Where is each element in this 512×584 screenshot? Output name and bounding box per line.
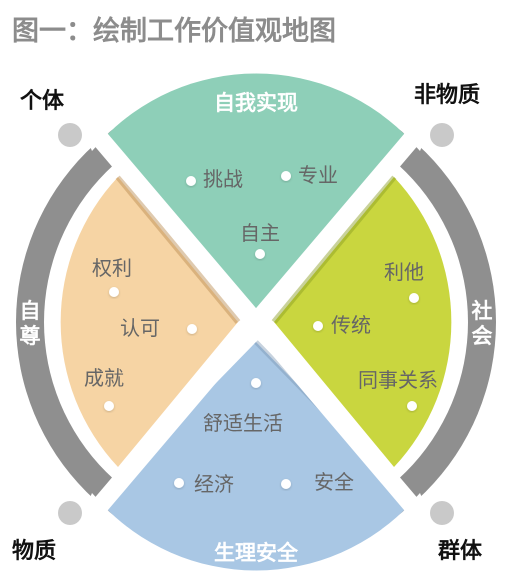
quadrant-top [100,73,412,322]
quadrant-left [60,177,238,467]
item-dot [407,401,417,411]
item-dot [409,293,419,303]
item-dot [313,321,323,331]
corner-dot-top-left [58,123,82,147]
item-label-right-2: 传统 [331,313,371,337]
item-label-bottom-2: 经济 [194,472,234,496]
corner-label-top-right: 非物质 [414,82,480,108]
ring-label-bottom: 生理安全 [214,541,299,565]
arrowhead-bottom-right [398,493,440,540]
item-label-bottom-1: 舒适生活 [203,411,283,435]
diagonal-axes [72,104,440,540]
item-dot [255,249,265,259]
ring-label-left-1: 自 [20,299,41,323]
corner-label-bottom-left: 物质 [12,538,56,564]
item-label-top-2: 专业 [298,163,338,187]
corner-dot-bottom-left [58,501,82,525]
item-label-top-3: 自主 [240,221,280,245]
quadrant-bottom [100,342,412,571]
ring-label-top: 自我实现 [214,91,298,115]
corner-dot-bottom-right [430,501,454,525]
item-label-left-1: 权利 [92,256,132,280]
item-dot [109,287,119,297]
item-dot [281,171,291,181]
corner-dot-top-right [430,123,454,147]
item-label-bottom-3: 安全 [314,470,354,494]
arrowhead-bottom-left [72,493,114,540]
arrowhead-top-right [398,104,440,151]
quadrant-right [274,177,452,467]
ring-label-left-2: 尊 [20,324,41,348]
item-label-right-3: 同事关系 [358,368,438,392]
ring-label-right-1: 社 [471,299,493,323]
diagram-title: 图一：绘制工作价值观地图 [12,15,336,47]
corner-label-bottom-right: 群体 [438,538,483,564]
item-dot [281,479,291,489]
item-label-left-3: 成就 [84,366,124,390]
item-dot [251,378,261,388]
item-label-left-2: 认可 [120,316,160,340]
item-dot [186,176,196,186]
item-dot [104,401,114,411]
item-dot [174,478,184,488]
item-dot [187,324,197,334]
item-label-top-1: 挑战 [203,167,243,191]
corner-label-top-left: 个体 [20,89,65,114]
ring-label-right-2: 会 [472,324,493,348]
item-label-right-1: 利他 [384,260,424,284]
arrowhead-top-left [72,104,114,151]
